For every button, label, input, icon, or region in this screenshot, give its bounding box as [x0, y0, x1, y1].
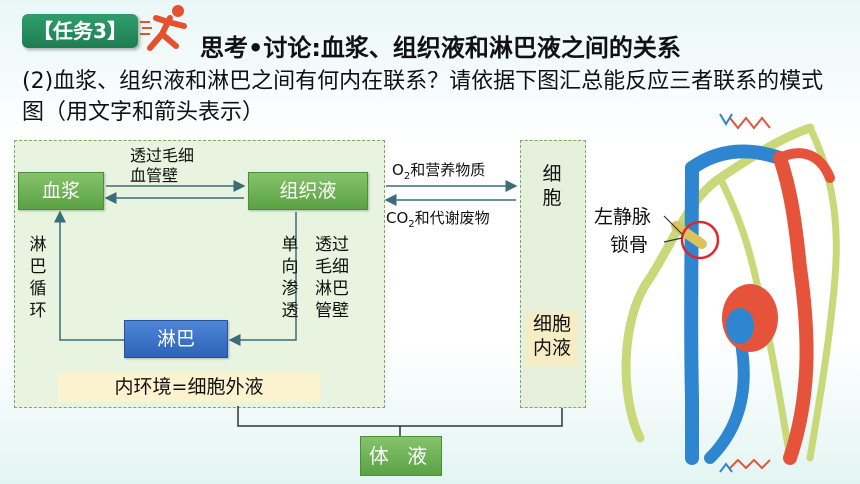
page-title: 思考•讨论:血浆、组织液和淋巴液之间的关系	[200, 34, 681, 62]
one-way-label: 单向渗透	[281, 235, 299, 321]
co2-label: CO2和代谢废物	[386, 209, 490, 230]
tissue-fluid-box: 组织液	[248, 172, 368, 210]
cell-label: 细胞	[542, 163, 562, 209]
o2-label: O2和营养物质	[392, 161, 486, 182]
body-fluid-box: 体 液	[360, 436, 442, 476]
clavicle-label: 锁骨	[610, 234, 649, 256]
internal-environment-label: 内环境=细胞外液	[58, 372, 320, 402]
clavicle-shape	[671, 221, 707, 249]
intracellular-fluid-label: 细胞内液	[526, 312, 578, 366]
lymph-box: 淋巴	[124, 320, 228, 358]
capillary-wall-label: 透过毛细 血管壁	[130, 146, 195, 185]
question-text: (2)血浆、组织液和淋巴之间有何内在联系？请依据下图汇总能反应三者联系的模式图（…	[22, 69, 824, 125]
runner-icon	[140, 5, 187, 51]
left-vein-label: 左静脉	[594, 206, 652, 228]
highlight-circle	[680, 220, 720, 260]
task-tag: 【任务3】	[22, 14, 138, 48]
lymph-circulation-label: 淋巴循环	[29, 235, 47, 321]
plasma-box: 血浆	[18, 172, 104, 210]
lymph-wall-label: 透过毛细淋巴管壁	[315, 235, 349, 321]
circulation-illustration	[621, 113, 840, 473]
